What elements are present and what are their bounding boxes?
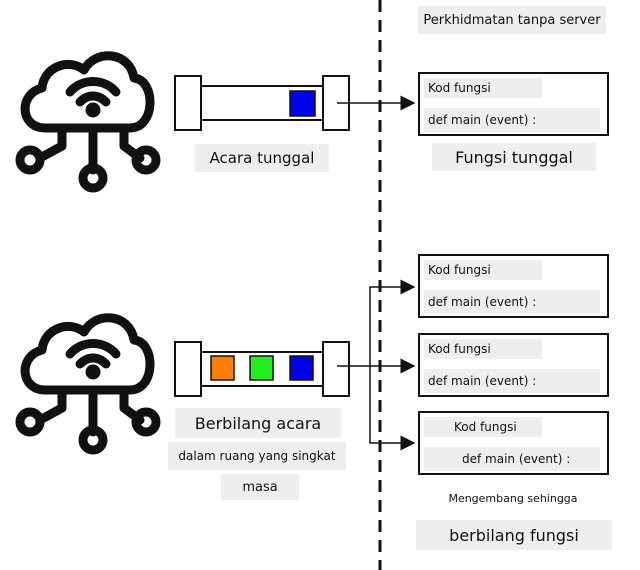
function-def-label: def main (event) : bbox=[424, 447, 600, 471]
single-function-label: Fungsi tunggal bbox=[432, 143, 596, 171]
event-block bbox=[249, 355, 274, 381]
function-code-label: Kod fungsi bbox=[424, 339, 542, 359]
cloud-wifi-icon bbox=[15, 51, 161, 193]
arrows-multi bbox=[337, 279, 416, 451]
function-def-label: def main (event) : bbox=[424, 369, 600, 393]
single-event-queue bbox=[174, 75, 350, 131]
serverless-label: Perkhidmatan tanpa server bbox=[418, 6, 606, 34]
function-code-label: Kod fungsi bbox=[424, 260, 542, 280]
multi-event-queue bbox=[174, 341, 350, 397]
cloud-wifi-icon bbox=[15, 313, 161, 455]
scale-label: Mengembang sehingga bbox=[448, 492, 578, 505]
event-block bbox=[210, 355, 235, 381]
function-code-label: Kod fungsi bbox=[424, 78, 542, 98]
multi-function-label: berbilang fungsi bbox=[416, 520, 612, 550]
function-box: Kod fungsi def main (event) : bbox=[418, 411, 609, 475]
event-block bbox=[289, 90, 316, 117]
multi-event-label-line3: masa bbox=[221, 474, 299, 500]
single-event-label: Acara tunggal bbox=[195, 144, 329, 172]
function-box: Kod fungsi def main (event) : bbox=[418, 72, 609, 136]
function-code-label: Kod fungsi bbox=[424, 417, 542, 437]
multi-event-label-line2: dalam ruang yang singkat bbox=[168, 442, 346, 470]
function-box: Kod fungsi def main (event) : bbox=[418, 333, 609, 397]
multi-event-label-line1: Berbilang acara bbox=[175, 408, 341, 438]
function-box: Kod fungsi def main (event) : bbox=[418, 254, 609, 318]
event-block bbox=[289, 355, 314, 381]
function-def-label: def main (event) : bbox=[424, 290, 600, 314]
function-def-label: def main (event) : bbox=[424, 108, 600, 132]
